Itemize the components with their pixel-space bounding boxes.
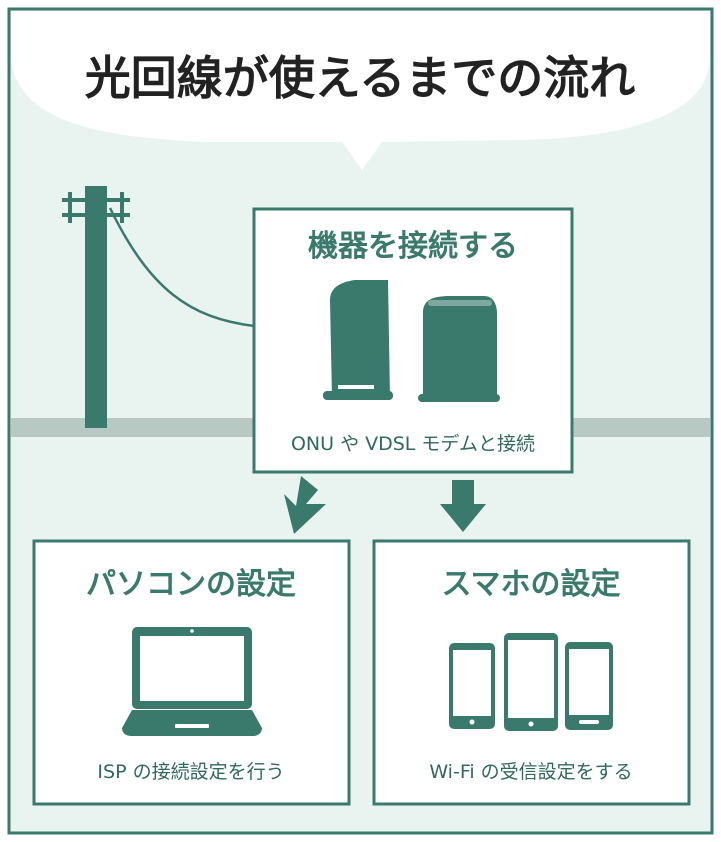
utility-pole-icon (62, 186, 130, 428)
step-pc-heading: パソコンの設定 (86, 567, 296, 602)
step-connect-heading: 機器を接続する (308, 229, 518, 264)
page-title: 光回線が使えるまでの流れ (85, 51, 636, 105)
modem-icon (418, 296, 500, 402)
smartphone-icon-2 (565, 642, 613, 730)
step-phone-heading: スマホの設定 (441, 567, 620, 602)
cable-line (108, 207, 255, 328)
arrow-down-icon-2 (440, 480, 486, 532)
step-pc-caption: ISP の接続設定を行う (97, 761, 284, 783)
router-icon (323, 280, 393, 400)
smartphone-icon (449, 643, 495, 729)
step-connect-caption: ONU や VDSL モデムと接続 (291, 433, 535, 455)
step-connect-box (252, 207, 574, 474)
tablet-icon (504, 633, 558, 731)
title-bubble (11, 11, 710, 170)
step-phone-caption: Wi-Fi の受信設定をする (429, 761, 632, 783)
laptop-icon (122, 627, 262, 736)
arrow-down-icon (284, 476, 326, 534)
